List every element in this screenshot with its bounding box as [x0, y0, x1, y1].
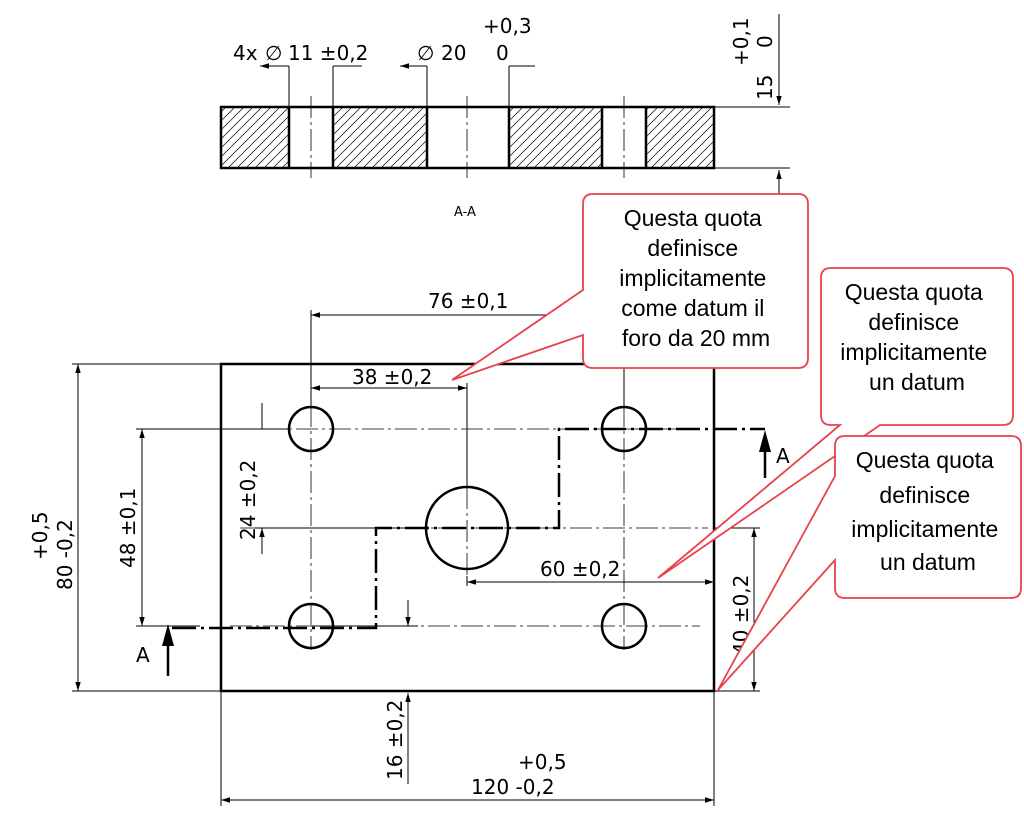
dim-center-tol-lower: 0: [496, 41, 509, 65]
dim-24: 24 ±0,2: [236, 460, 260, 540]
plan-view: A A 76 ±0,1 38 ±0,2 24 ±0,2 48 ±0,1 +0,5…: [28, 289, 790, 806]
section-hatch: [221, 107, 289, 168]
callout-line: un datum: [880, 549, 976, 575]
dim-80-tol-upper: +0,5: [28, 511, 52, 560]
diameter-symbol: ∅: [265, 41, 282, 65]
callout-line: implicitamente: [851, 516, 998, 542]
section-centerlines: [310, 96, 625, 178]
dim-60: 60 ±0,2: [540, 557, 620, 581]
section-arrow-left-head: [162, 624, 174, 646]
section-outline: [219, 105, 716, 170]
extension-lines: [426, 66, 510, 107]
section-mark-left: A: [136, 643, 150, 667]
dim-holes-value: 11 ±0,2: [288, 41, 368, 65]
section-hatch: [646, 107, 714, 168]
diameter-symbol-2: ∅: [417, 41, 434, 65]
callout-bubble: [657, 267, 1014, 579]
dim-120-tol-upper: +0,5: [518, 750, 567, 774]
callout-3: Questa quota definisce implicitamente un…: [717, 435, 1022, 691]
extension-lines: [714, 106, 790, 169]
callout-line: Questa quota: [845, 279, 983, 305]
dim-80-value: 80 -0,2: [53, 519, 77, 590]
callout-line: come datum il: [621, 295, 764, 321]
extension-lines: [220, 625, 418, 806]
section-label: A-A: [454, 205, 476, 220]
section-mark-right: A: [776, 444, 790, 468]
dim-holes-prefix: 4x: [233, 41, 258, 65]
dim-thickness-tol-lower: 0: [753, 35, 777, 48]
callout-line: implicitamente: [840, 339, 987, 365]
dim-center-value: 20: [441, 41, 466, 65]
dim-38: 38 ±0,2: [352, 365, 432, 389]
callout-line: definisce: [879, 482, 970, 508]
section-hole-edges: [287, 107, 648, 168]
callout-line: implicitamente: [619, 265, 766, 291]
callout-line: Questa quota: [624, 205, 762, 231]
section-arrow-right-head: [759, 430, 771, 452]
extension-lines: [288, 66, 334, 107]
dim-16: 16 ±0,2: [383, 700, 407, 780]
callout-bubble: [451, 193, 809, 381]
section-hatch: [333, 107, 427, 168]
section-view: 4x ∅ 11 ±0,2 ∅ 20 +0,3 0 15 +0,1 0 A-A: [219, 14, 790, 220]
callout-line: Questa quota: [856, 447, 994, 473]
callout-line: definisce: [868, 309, 959, 335]
callout-1: Questa quota definisce implicitamente co…: [451, 193, 809, 381]
callout-line: foro da 20 mm: [622, 325, 770, 351]
callout-line: definisce: [647, 235, 738, 261]
extension-lines: [255, 428, 427, 529]
callout-2: Questa quota definisce implicitamente un…: [657, 267, 1014, 579]
extension-lines: [72, 363, 221, 692]
cutting-plane-line: [172, 427, 765, 630]
callout-text: Questa quota definisce implicitamente co…: [619, 205, 772, 351]
extension-lines: [136, 428, 290, 627]
callout-text: Questa quota definisce implicitamente un…: [840, 279, 993, 395]
callout-line: un datum: [869, 369, 965, 395]
dim-48: 48 ±0,1: [116, 488, 140, 568]
callout-text: Questa quota definisce implicitamente un…: [851, 447, 1004, 575]
dim-center-tol-upper: +0,3: [483, 14, 532, 38]
plan-centerlines: [230, 388, 708, 650]
dim-thickness-tol-upper: +0,1: [729, 17, 753, 66]
section-hatch: [509, 107, 602, 168]
dim-120-value: 120 -0,2: [471, 775, 555, 799]
dim-thickness-value: 15: [753, 75, 777, 100]
callout-bubble: [717, 435, 1022, 691]
dim-76: 76 ±0,1: [428, 289, 508, 313]
